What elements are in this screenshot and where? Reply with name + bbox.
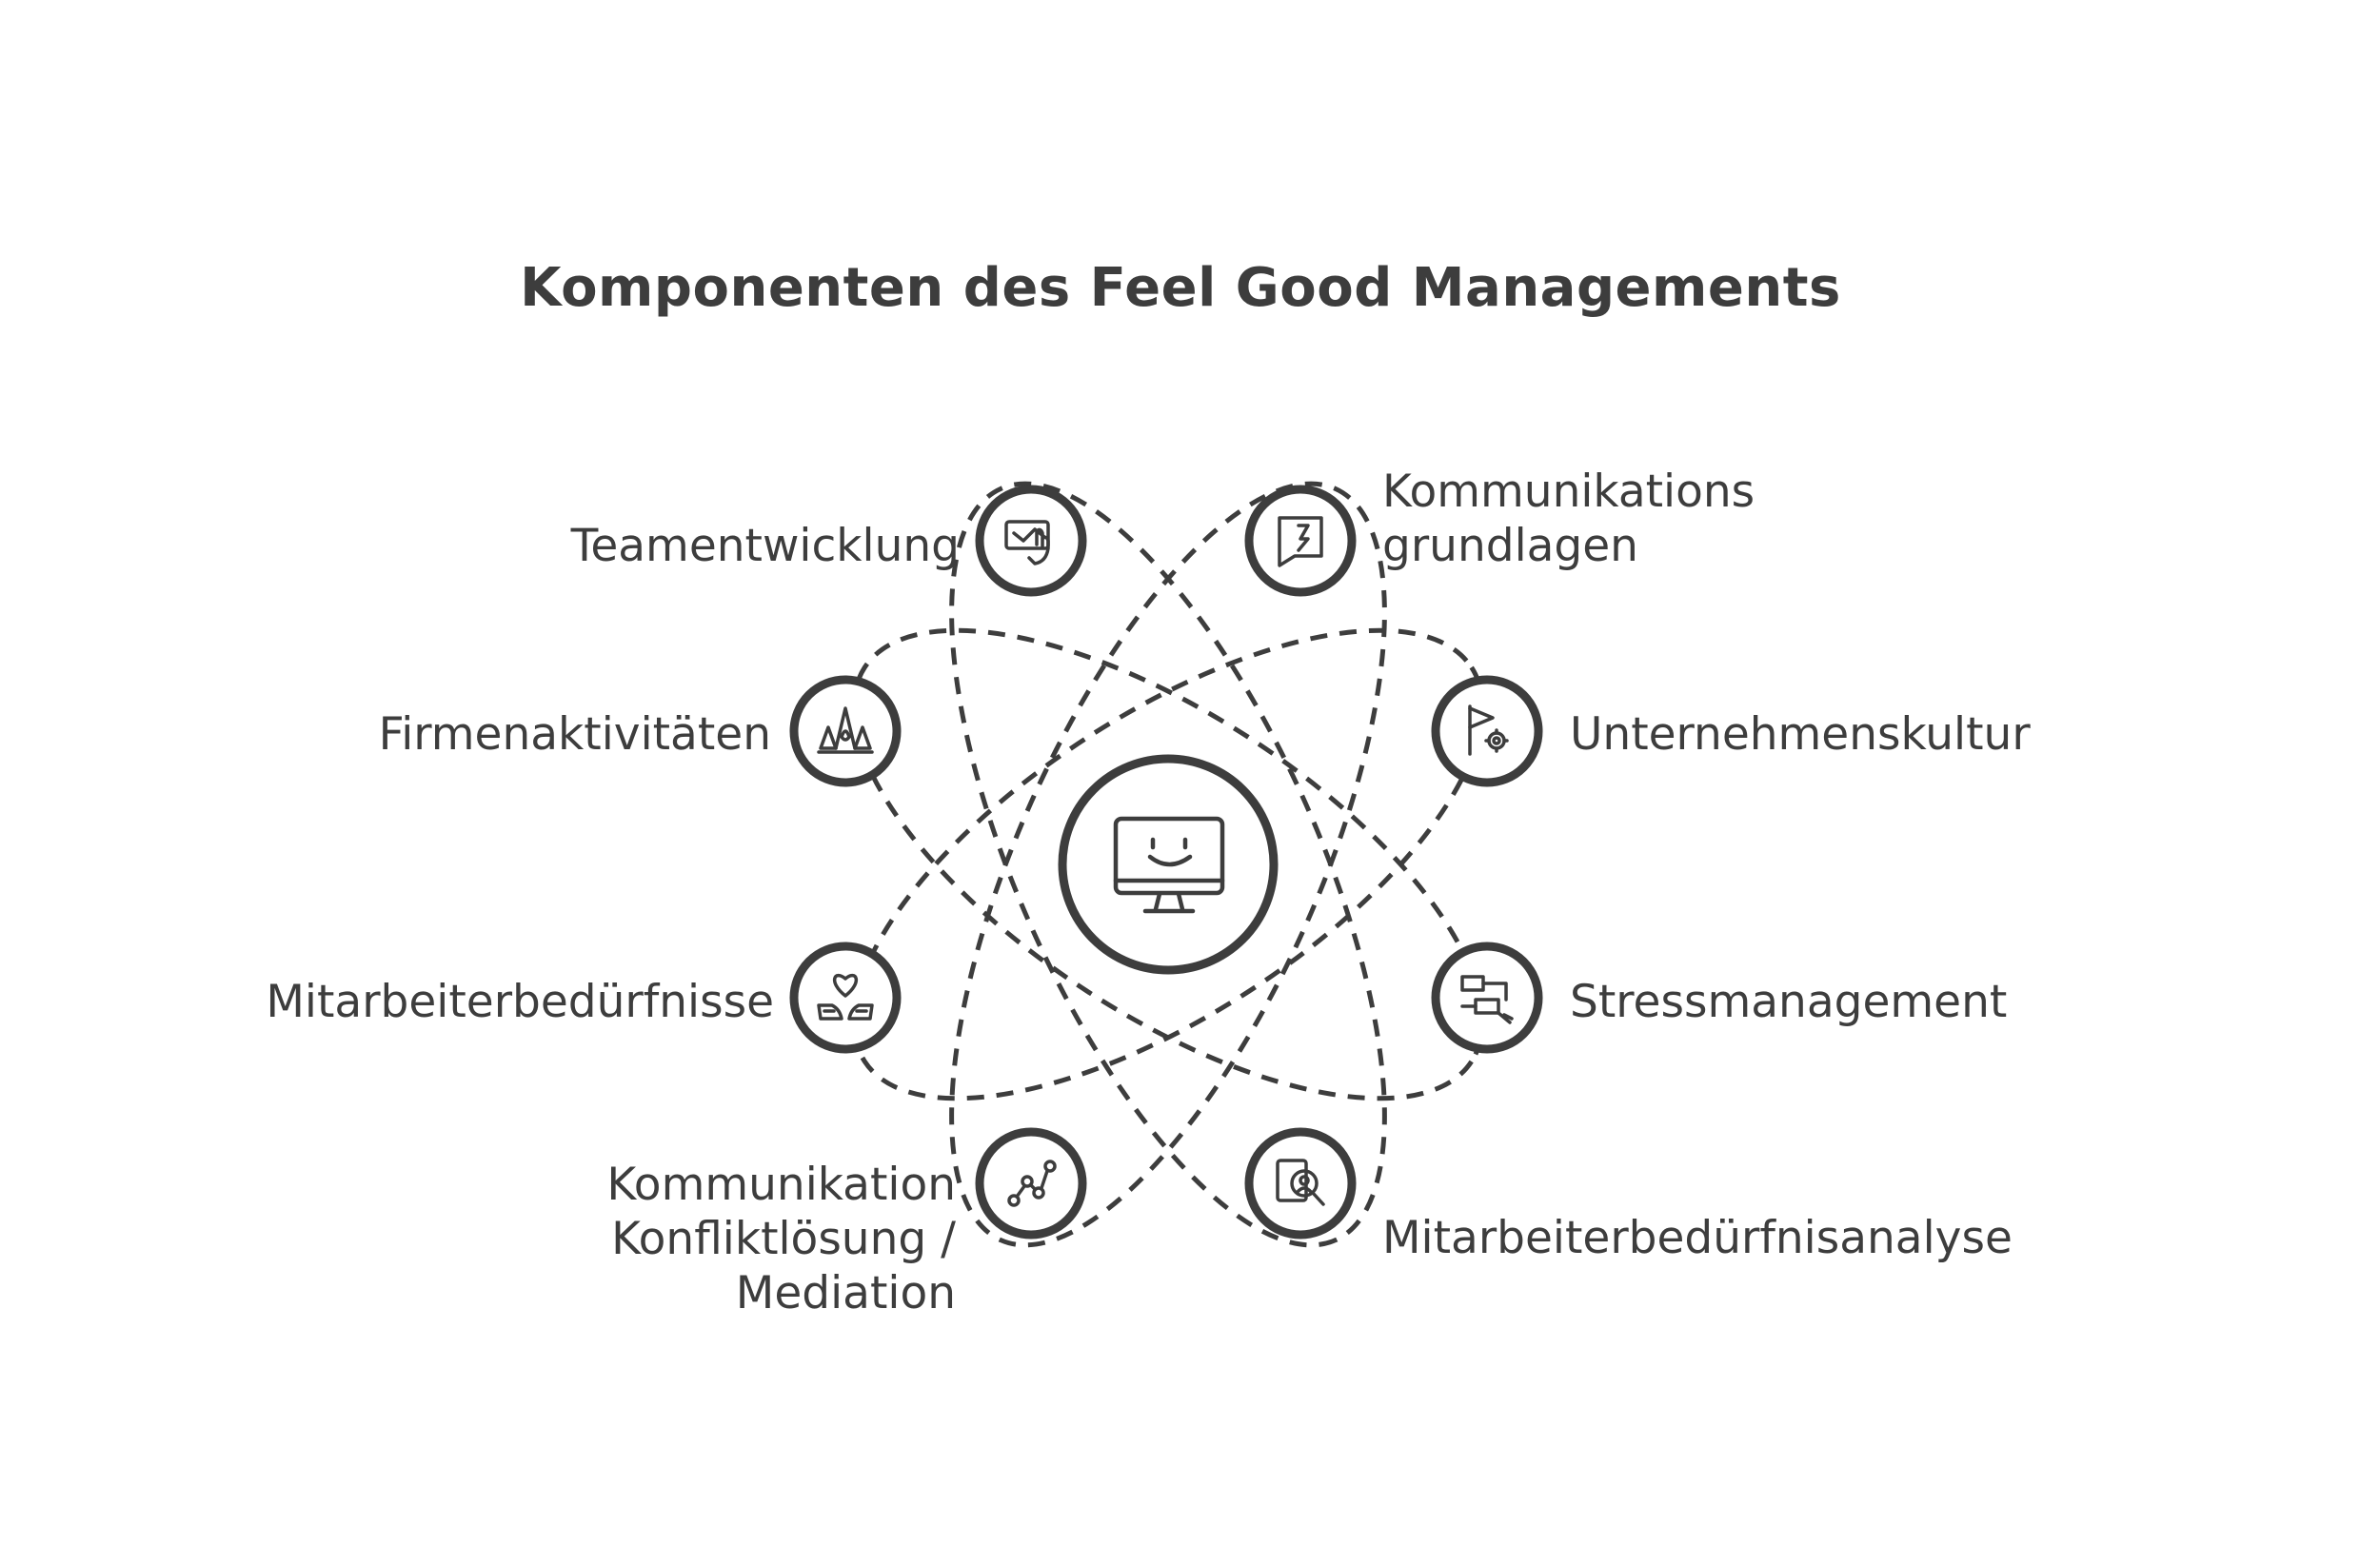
label-stressmanagement: Stressmanagement — [1570, 975, 2007, 1029]
flag-gear-icon — [1468, 704, 1509, 756]
label-line: Kommunikation — [606, 1159, 956, 1211]
node-circle — [1244, 485, 1357, 597]
orbit-ellipse-2 — [851, 627, 1485, 1101]
label-mitarbeiterbeduerfnisanalyse: Mitarbeiterbedürfnisanalyse — [1382, 1211, 2013, 1265]
center-node — [1058, 754, 1279, 975]
node-mitarbeiterbeduerfnisse — [789, 942, 902, 1054]
label-line: Unternehmenskultur — [1570, 708, 2031, 761]
smiling-monitor-icon — [1113, 816, 1225, 914]
label-line: Mediation — [735, 1267, 956, 1319]
label-unternehmenskultur: Unternehmenskultur — [1570, 707, 2031, 762]
document-magnifier-icon — [1276, 1159, 1325, 1206]
node-circle — [789, 942, 902, 1054]
node-teamentwicklung — [975, 485, 1087, 597]
label-line: Konfliktlösung / — [611, 1213, 956, 1265]
connected-nodes-icon — [1007, 1160, 1057, 1207]
node-firmenaktivitaeten — [789, 675, 902, 787]
page-title: Komponenten des Feel Good Managements — [520, 257, 1841, 319]
label-line: Mitarbeiterbedürfnisse — [266, 976, 774, 1028]
label-line: Mitarbeiterbedürfnisanalyse — [1382, 1212, 2013, 1264]
orbit-ellipse-3 — [949, 481, 1387, 1248]
orbit-ellipse-4 — [949, 481, 1387, 1248]
node-kommunikation-konfliktloesung — [975, 1127, 1087, 1240]
node-kommunikationsgrundlagen — [1244, 485, 1357, 597]
label-line: Stressmanagement — [1570, 976, 2008, 1028]
node-unternehmenskultur — [1431, 675, 1543, 787]
label-teamentwicklung: Teamentwicklung — [571, 519, 960, 573]
orbit-ellipse-1 — [851, 627, 1485, 1101]
orbit-paths — [851, 481, 1485, 1248]
node-circle — [1431, 942, 1543, 1054]
node-stressmanagement — [1431, 942, 1543, 1054]
label-line: Firmenaktivitäten — [378, 708, 771, 761]
team-hands-icon — [1004, 520, 1050, 565]
label-line: Kommunikations — [1382, 466, 1755, 518]
heart-hands-icon — [817, 973, 874, 1021]
flowchart-icon — [1460, 975, 1514, 1024]
speech-bubble-icon — [1278, 516, 1323, 567]
label-line: Teamentwicklung — [570, 520, 960, 572]
label-line: grundlagen — [1382, 520, 1638, 572]
node-circle — [1431, 675, 1543, 787]
label-mitarbeiterbeduerfnisse: Mitarbeiterbedürfnisse — [266, 975, 774, 1029]
label-firmenaktivitaeten: Firmenaktivitäten — [379, 707, 771, 762]
node-mitarbeiterbeduerfnisanalyse — [1244, 1127, 1357, 1240]
node-circle — [975, 485, 1087, 597]
campfire-group-icon — [817, 706, 874, 754]
